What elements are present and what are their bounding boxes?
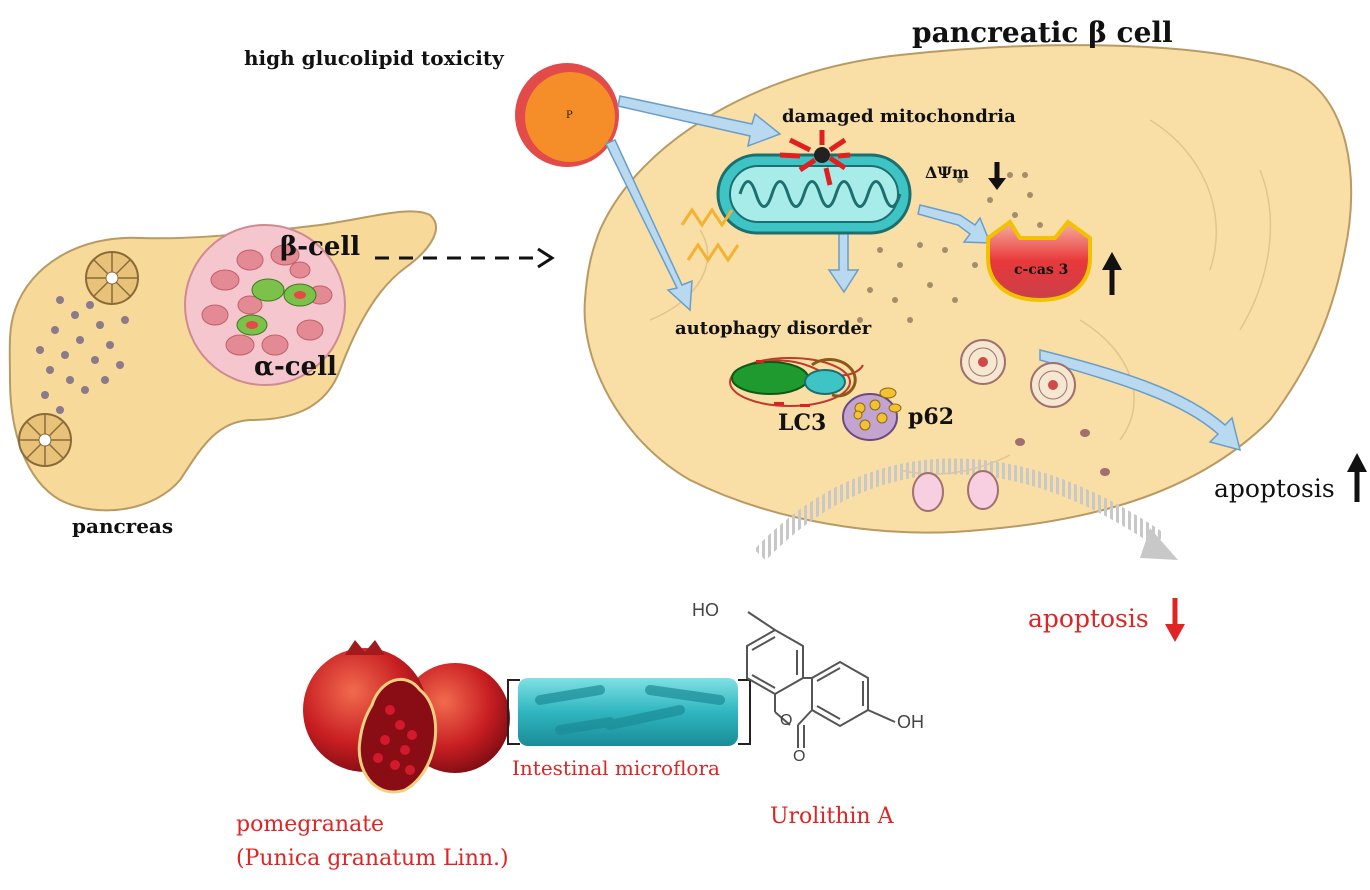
flow-arrows (604, 95, 1242, 452)
damaged-mitochondria-label: damaged mitochondria (782, 106, 1016, 127)
damage-burst-icon (779, 130, 851, 186)
black-arrows (988, 162, 1367, 502)
rna-strand (680, 207, 734, 228)
urolithin-structure (746, 611, 896, 748)
acinus-bottom (18, 413, 72, 467)
caspase-3 (986, 219, 1092, 303)
pomegranate-label: pomegranate (236, 812, 385, 837)
p-label: P (566, 110, 573, 121)
beta-cell-label: β-cell (280, 232, 361, 262)
pancreas-label: pancreas (72, 514, 174, 538)
ccas3-label: c-cas 3 (1014, 262, 1069, 278)
oh-label: OH (897, 712, 924, 732)
autophagosome (729, 357, 864, 407)
ho-label: HO (692, 600, 719, 620)
mitochondrion (716, 153, 912, 235)
p62-label: p62 (908, 404, 954, 430)
urolithin-label: Urolithin A (770, 804, 894, 829)
delta-psi-label: ΔΨm (925, 163, 969, 182)
alpha-cell-label: α-cell (254, 352, 337, 382)
toxicity-label: high glucolipid toxicity (244, 46, 504, 70)
dashed-arrow-head (537, 247, 555, 269)
damage-core (814, 147, 830, 163)
carbonyl-oxygen-label: O (793, 748, 806, 765)
cell-title: pancreatic β cell (912, 16, 1173, 49)
gray-arc-arrow (754, 458, 1165, 561)
toxin-inner (525, 72, 615, 162)
microflora-label: Intestinal microflora (512, 756, 720, 780)
ring-oxygen-label: O (780, 712, 793, 729)
pancreas-granules (36, 296, 129, 414)
apoptotic-bodies (912, 339, 1110, 512)
p62-vesicle (842, 387, 902, 441)
cytochrome-dots (857, 172, 1043, 323)
islet (184, 224, 346, 386)
autophagy-label: autophagy disorder (675, 318, 872, 339)
lc3-label: LC3 (778, 410, 827, 436)
apoptosis-down-label: apoptosis (1028, 604, 1149, 633)
gray-arc-arrowhead (1140, 528, 1178, 560)
pomegranate-latin-label: (Punica granatum Linn.) (236, 846, 509, 871)
acinus-top (85, 251, 139, 305)
microflora-image (507, 678, 751, 746)
rna-strand-2 (686, 242, 740, 263)
apoptosis-up-label: apoptosis (1214, 474, 1335, 503)
red-down-arrow (1165, 598, 1185, 642)
pomegranate-image (303, 640, 510, 794)
